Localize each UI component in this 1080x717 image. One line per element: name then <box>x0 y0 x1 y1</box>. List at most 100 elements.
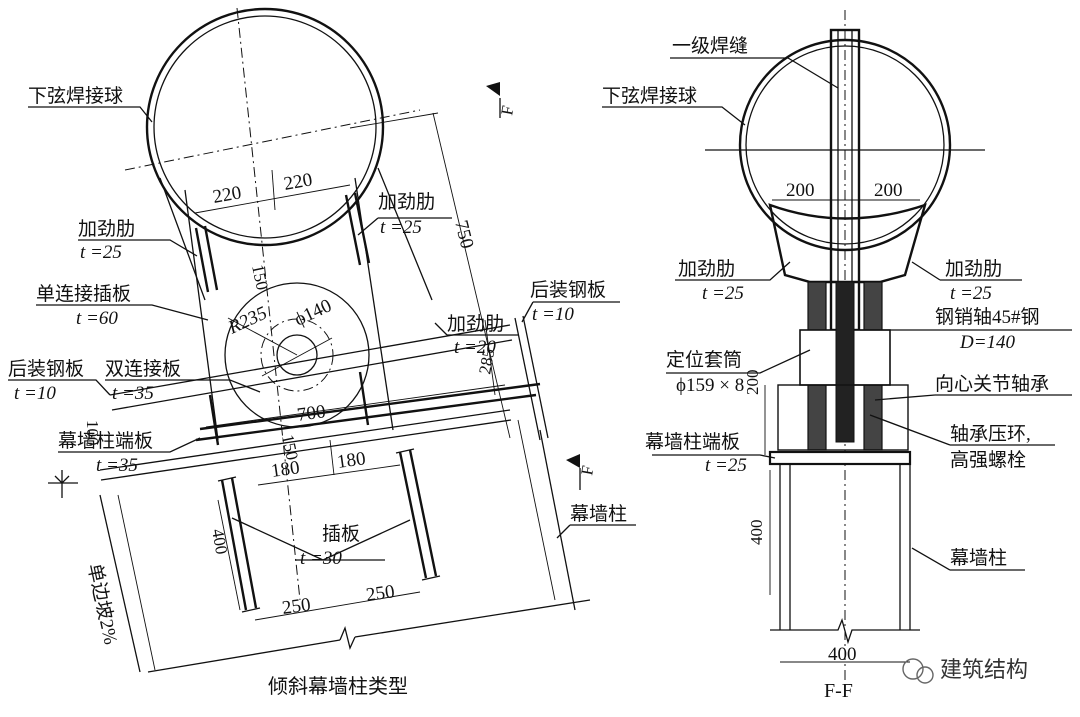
dim-285-line <box>484 319 496 396</box>
rib-mid-pair <box>208 371 370 446</box>
label-bolt: 高强螺栓 <box>950 449 1026 471</box>
dim-400: 400 <box>208 527 231 555</box>
right-drawing: 200 200 200 400 400 一级焊缝 下弦焊接球 加劲肋 <box>602 10 1072 702</box>
label-right-end-plate: 幕墙柱端板 <box>645 431 740 453</box>
dim-250-b: 250 <box>365 581 396 606</box>
leader-right-end-plate <box>652 454 776 459</box>
r235-line <box>227 317 298 356</box>
leader-right-column <box>911 547 1025 571</box>
label-rib-mid: 加劲肋 <box>447 313 504 335</box>
section-mark-bottom-arrow <box>566 454 580 468</box>
insert-plate-left <box>220 477 258 611</box>
label-weld: 一级焊缝 <box>672 35 748 57</box>
label-rib-left-t: t =25 <box>80 242 122 263</box>
rear-plate-right <box>514 315 549 441</box>
dim-150-b: 150 <box>278 433 302 462</box>
label-rear-plate-left: 后装钢板 <box>8 358 84 380</box>
dim-180-a: 180 <box>270 457 301 482</box>
column-break-mark <box>339 625 356 650</box>
label-right-rib-left: 加劲肋 <box>678 258 735 280</box>
dim-700: 700 <box>296 401 327 426</box>
leader-ball <box>28 106 153 123</box>
label-double-plate: 双连接板 <box>105 358 181 380</box>
leader-single-plate <box>36 304 209 321</box>
dim-400-b: 400 <box>828 644 857 665</box>
label-rear-plate-right: 后装钢板 <box>530 279 606 301</box>
bearing-housing <box>777 384 909 451</box>
dim-285: 285 <box>475 347 498 375</box>
dim-r235: R235 <box>224 303 270 339</box>
label-rib-right: 加劲肋 <box>378 191 435 213</box>
left-ball-circle <box>145 7 385 247</box>
dim-750-ext-top <box>349 112 439 129</box>
dim-220-b: 220 <box>282 169 314 195</box>
label-right-rib-left-t: t =25 <box>702 283 744 304</box>
dim-180-line <box>257 464 401 486</box>
label-single-plate: 单连接插板 <box>36 283 131 305</box>
column-sides <box>99 429 576 673</box>
label-right-column: 幕墙柱 <box>950 547 1007 569</box>
right-rib-body <box>768 203 927 284</box>
right-column-break <box>770 617 920 645</box>
right-column-sides <box>779 464 911 630</box>
label-rear-plate-right-t: t =10 <box>532 304 574 325</box>
dim-150-a: 150 <box>248 263 272 292</box>
leader-insert-plate <box>231 517 411 561</box>
label-right-rib-right: 加劲肋 <box>945 258 1002 280</box>
leader-right-rib-right <box>911 261 1022 281</box>
leader-rib-mid <box>434 322 518 336</box>
column-inner-right <box>517 419 556 601</box>
leader-rear-plate-left <box>8 379 111 396</box>
dim-phi140: ϕ140 <box>291 295 335 330</box>
dim-750: 750 <box>450 218 477 251</box>
wechat-icon-small <box>916 666 934 684</box>
pin-axis <box>835 281 855 443</box>
label-pin-d: D=140 <box>959 332 1016 353</box>
dim-200-a: 200 <box>786 180 815 201</box>
rib-right-upper <box>344 192 371 266</box>
left-title: 倾斜幕墙柱类型 <box>268 675 408 698</box>
right-end-plate <box>768 450 912 466</box>
leader-rear-plate-right <box>521 301 620 323</box>
wechat-icon <box>902 658 924 680</box>
leader-ring <box>869 414 1055 446</box>
label-end-plate-t: t =35 <box>96 455 138 476</box>
label-end-plate: 幕墙柱端板 <box>58 430 153 452</box>
leader-rib-right <box>357 217 452 236</box>
label-right-end-plate-t: t =25 <box>705 455 747 476</box>
left-ball-inner <box>153 15 377 239</box>
label-rib-mid-t: t =20 <box>454 337 496 358</box>
label-ring: 轴承压环, <box>950 423 1031 445</box>
right-title: F-F <box>824 680 853 702</box>
label-bearing: 向心关节轴承 <box>935 373 1049 395</box>
pin-dashed-circle <box>260 318 334 392</box>
dim-180-b: 180 <box>336 448 367 473</box>
leader-end-plate <box>58 437 201 453</box>
label-insert-plate-t: t =30 <box>300 548 342 569</box>
section-mark-bottom: F <box>577 464 597 477</box>
label-sleeve: 定位套筒 <box>666 349 742 371</box>
label-rear-plate-left-t: t =10 <box>14 383 56 404</box>
dim-750-line <box>432 112 511 439</box>
dim-tick-mid <box>271 169 276 211</box>
dim-250-a: 250 <box>281 594 312 619</box>
section-mark-top-arrow <box>486 82 500 96</box>
column-break-line <box>147 599 591 673</box>
insert-plate-right <box>398 449 438 579</box>
leader-bearing <box>874 394 1072 401</box>
double-plate-upper <box>199 382 541 431</box>
pin-inner-circle <box>276 334 318 376</box>
insert-plate-ends <box>217 448 441 613</box>
label-rib-right-t: t =25 <box>380 217 422 238</box>
leader-double-plate <box>105 379 261 393</box>
dim-180-tick <box>329 439 335 476</box>
dim-200-b: 200 <box>874 180 903 201</box>
dim-700-line <box>205 384 506 428</box>
label-slope: 单边坡2% <box>83 561 122 646</box>
watermark: 建筑结构 <box>940 658 1028 683</box>
label-ball: 下弦焊接球 <box>28 85 123 107</box>
dim-line-220 <box>194 184 351 214</box>
leader-right-ball <box>602 106 746 126</box>
rib-left-upper <box>194 225 219 293</box>
